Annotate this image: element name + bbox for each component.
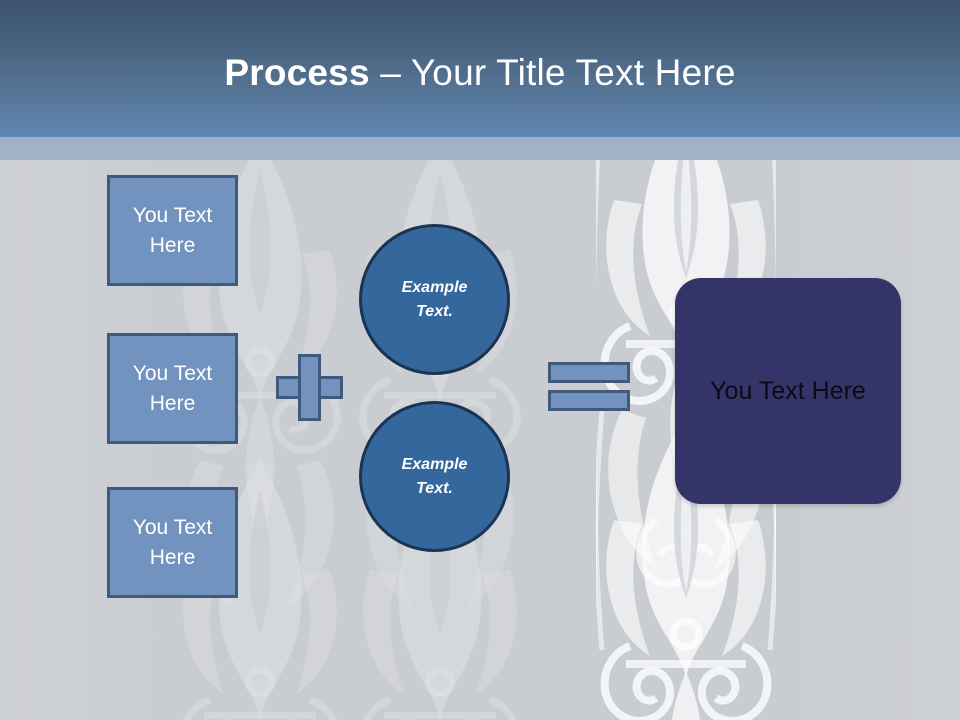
slide-header-underband (0, 137, 960, 160)
example-circle-1-line1: Example (401, 278, 468, 296)
plus-icon (276, 354, 343, 421)
example-circle-1[interactable]: Example Text. (359, 224, 510, 375)
result-box-label: You Text Here (710, 376, 866, 405)
page-title-rest: Your Title Text Here (410, 52, 736, 93)
source-box-2[interactable]: You Text Here (107, 333, 238, 444)
plus-icon-center (301, 379, 318, 396)
example-circle-2-line2: Text. (416, 479, 453, 497)
equals-icon-top-bar (548, 362, 630, 383)
source-box-1-line1: You Text (132, 203, 213, 227)
example-circle-2[interactable]: Example Text. (359, 401, 510, 552)
source-box-2-line2: Here (149, 391, 196, 415)
source-box-3-label: You Text Here (110, 513, 235, 573)
source-box-1-line2: Here (149, 233, 196, 257)
equals-icon-bottom-bar (548, 390, 630, 411)
example-circle-2-label: Example Text. (402, 453, 468, 501)
equals-icon (548, 362, 630, 411)
source-box-3-line1: You Text (132, 515, 213, 539)
source-box-3[interactable]: You Text Here (107, 487, 238, 598)
result-box[interactable]: You Text Here (675, 278, 901, 504)
source-box-1[interactable]: You Text Here (107, 175, 238, 286)
page-title-strong: Process (224, 52, 370, 93)
page-title: Process – Your Title Text Here (0, 50, 960, 96)
page-title-separator: – (369, 52, 411, 93)
example-circle-1-line2: Text. (416, 302, 453, 320)
source-box-2-line1: You Text (132, 361, 213, 385)
example-circle-2-line1: Example (401, 455, 468, 473)
slide-header-band (0, 0, 960, 137)
source-box-3-line2: Here (149, 545, 196, 569)
source-box-1-label: You Text Here (110, 201, 235, 261)
example-circle-1-label: Example Text. (402, 276, 468, 324)
source-box-2-label: You Text Here (110, 359, 235, 419)
